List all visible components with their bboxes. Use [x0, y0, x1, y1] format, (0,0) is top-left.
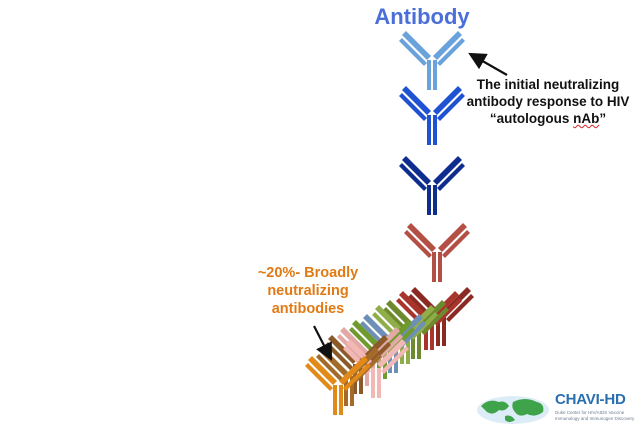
- annotation-text: ”: [599, 111, 607, 126]
- broadly-neutralizing-annotation: ~20%- Broadly neutralizing antibodies: [244, 264, 372, 318]
- arrow-to-initial-antibody: [468, 52, 508, 76]
- annotation-line: neutralizing: [267, 283, 349, 299]
- annotation-line: antibodies: [271, 301, 345, 317]
- annotation-text-underlined: nAb: [573, 111, 600, 126]
- chavi-hd-logo: [477, 396, 549, 424]
- world-map-icon: [481, 399, 544, 422]
- annotation-line: ~20%- Broadly: [257, 265, 359, 281]
- logo-tagline: Duke Center for HIV/AIDS Vaccine Immunol…: [555, 410, 635, 421]
- annotation-line: antibody response to HIV: [466, 94, 630, 109]
- autologous-nab-annotation: The initial neutralizing antibody respon…: [460, 76, 636, 127]
- antibody-medium-blue: [399, 86, 465, 145]
- antibody-red: [404, 223, 470, 282]
- arrow-to-broad-antibodies: [313, 325, 333, 361]
- annotation-text: “autologous: [489, 111, 574, 126]
- page-title: Antibody: [374, 4, 470, 29]
- antibody-dark-blue: [399, 156, 465, 215]
- annotation-line: The initial neutralizing: [476, 77, 620, 92]
- broadly-neutralizing-antibody: [305, 356, 371, 415]
- annotation-line: “autologous nAb”: [460, 110, 636, 127]
- logo-name: CHAVI-HD: [555, 391, 626, 408]
- antibody-light-blue: [399, 31, 465, 90]
